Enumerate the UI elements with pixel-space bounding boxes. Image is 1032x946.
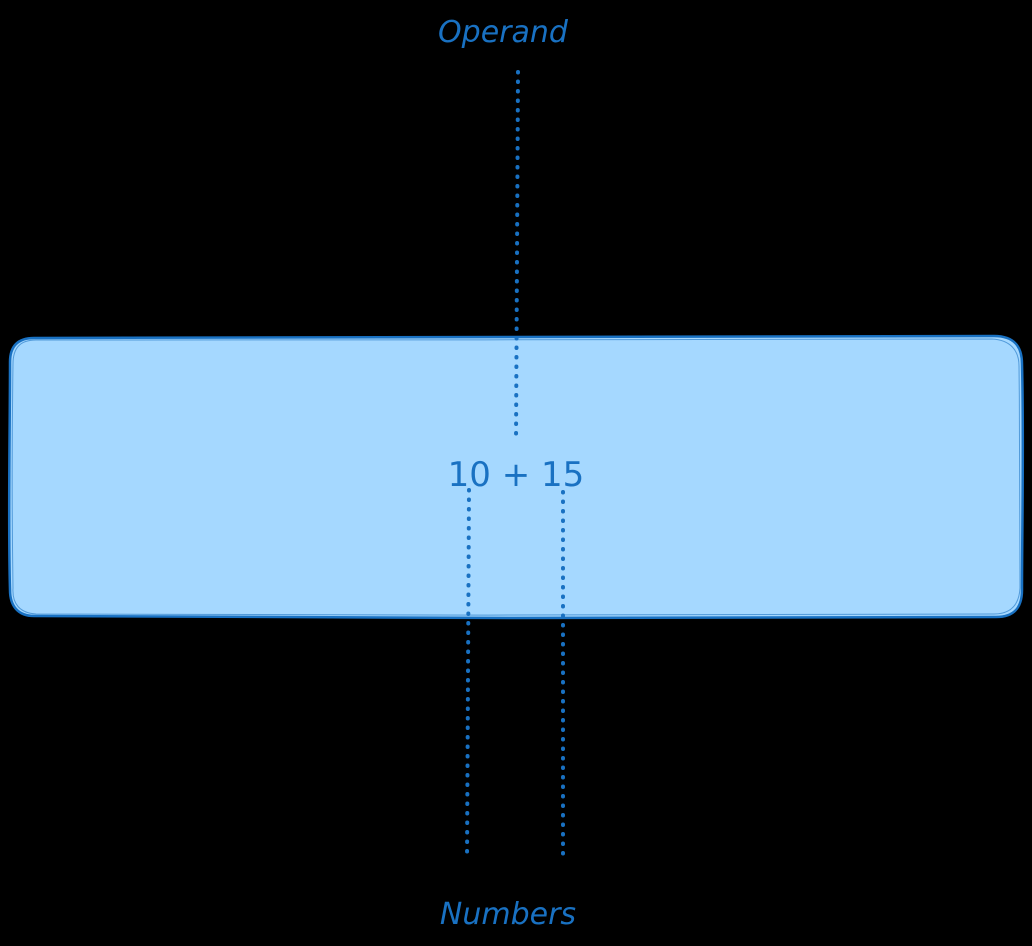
- numbers-label: Numbers: [440, 897, 576, 932]
- operand-label: Operand: [438, 15, 569, 50]
- expression-text: 10 + 15: [448, 455, 585, 495]
- operand-connector: [514, 70, 520, 444]
- expression-box: [7, 334, 1025, 620]
- expression-box-sketch-stroke: [11, 338, 1021, 616]
